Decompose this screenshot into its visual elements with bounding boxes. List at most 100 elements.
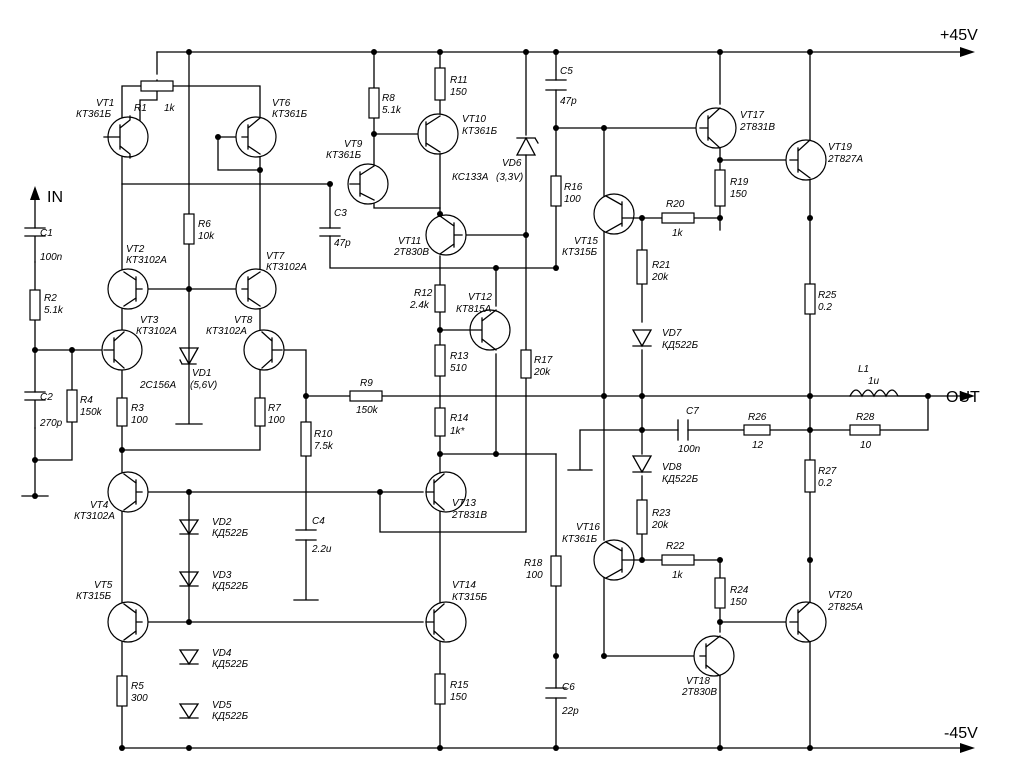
c1-plates <box>24 227 46 263</box>
r10-ref: R10 <box>314 429 333 440</box>
r16-body <box>550 175 562 207</box>
vd4-type: КД522Б <box>212 659 249 670</box>
c7-plates <box>677 419 689 441</box>
r17-body <box>520 349 532 379</box>
input-label: IN <box>47 189 63 206</box>
vt3-type: КТ3102А <box>136 326 177 337</box>
r9-ref: R9 <box>360 378 373 389</box>
c6-value: 22p <box>561 706 579 717</box>
r25-ref: R25 <box>818 290 837 301</box>
vt4-body <box>107 471 149 513</box>
r12-ref: R12 <box>414 288 433 299</box>
r23-value: 20k <box>651 520 669 531</box>
vt11-body <box>425 214 467 256</box>
vt19-ref: VT19 <box>828 142 852 153</box>
r20-ref: R20 <box>666 199 685 210</box>
vt7-body <box>235 268 277 310</box>
vt17-type: 2Т831В <box>739 122 775 133</box>
r14-body <box>434 407 446 437</box>
r4-body <box>66 389 78 423</box>
r8-body <box>368 87 380 119</box>
vd1-voltage: (5,6V) <box>190 380 217 391</box>
vd1-ref: VD1 <box>192 368 211 379</box>
r26-ref: R26 <box>748 412 767 423</box>
vd7-symbol <box>631 329 653 348</box>
vt4-type: КТ3102А <box>74 511 115 522</box>
vt14-type: КТ315Б <box>452 592 488 603</box>
pos-rail-arrow <box>960 47 975 57</box>
vt10-type: КТ361Б <box>462 126 498 137</box>
r10-body <box>300 421 312 457</box>
r10-value: 7.5k <box>314 441 334 452</box>
r1-body <box>140 80 174 92</box>
vd8-symbol <box>631 455 653 474</box>
vd5-type: КД522Б <box>212 711 249 722</box>
vt1-ref: VT1 <box>96 98 114 109</box>
r21-ref: R21 <box>652 260 670 271</box>
vt2-type: КТ3102А <box>126 255 167 266</box>
vt17-body <box>695 107 737 149</box>
vt18-type: 2Т830В <box>681 687 717 698</box>
l1-value: 1u <box>868 376 880 387</box>
vt2-body <box>107 268 149 310</box>
vt12-type: КТ815А <box>456 304 492 315</box>
r6-ref: R6 <box>198 219 211 230</box>
r5-body <box>116 675 128 707</box>
c1-ref: C1 <box>40 228 53 239</box>
r18-value: 100 <box>526 570 543 581</box>
vt5-leads <box>123 603 143 641</box>
c2-plates <box>24 391 46 429</box>
r3-body <box>116 397 128 427</box>
r4-value: 150k <box>80 407 103 418</box>
r15-ref: R15 <box>450 680 469 691</box>
vd6-voltage: (3,3V) <box>496 172 523 183</box>
r27-ref: R27 <box>818 466 837 477</box>
r4-ref: R4 <box>80 395 93 406</box>
r3-ref: R3 <box>131 403 144 414</box>
vt18-body <box>693 635 735 677</box>
r16-value: 100 <box>564 194 581 205</box>
output-label: OUT <box>946 389 980 406</box>
vd3-ref: VD3 <box>212 570 232 581</box>
vt7-leads <box>241 271 261 307</box>
vt11-ref: VT11 <box>398 236 421 247</box>
vt6-ref: VT6 <box>272 98 291 109</box>
r26-value: 12 <box>752 440 764 451</box>
vt13-leads <box>425 473 445 511</box>
vt8-leads <box>261 331 283 369</box>
vt19-leads <box>789 139 811 179</box>
r23-ref: R23 <box>652 508 671 519</box>
r27-value: 0.2 <box>818 478 832 489</box>
vt2-leads <box>123 271 143 307</box>
vt14-leads <box>425 603 445 641</box>
r23-body <box>636 499 648 535</box>
vd4-ref: VD4 <box>212 648 232 659</box>
vd8-ref: VD8 <box>662 462 682 473</box>
r25-body <box>804 283 816 315</box>
vt8-type: КТ3102А <box>206 326 247 337</box>
r28-body <box>849 424 881 436</box>
r24-body <box>714 577 726 609</box>
r12-value: 2.4k <box>409 300 430 311</box>
r22-body <box>661 554 695 566</box>
c3-ref: C3 <box>334 208 347 219</box>
resistors <box>29 67 881 707</box>
vt5-body <box>107 601 149 643</box>
output-arrow <box>960 391 975 401</box>
vt13-ref: VT13 <box>452 498 476 509</box>
r15-body <box>434 673 446 705</box>
l1-ref: L1 <box>858 364 869 375</box>
r22-value: 1k <box>672 570 684 581</box>
vt12-ref: VT12 <box>468 292 492 303</box>
diodes <box>178 136 653 720</box>
vt6-type: КТ361Б <box>272 109 308 120</box>
r24-ref: R24 <box>730 585 749 596</box>
r1-ref: R1 <box>134 103 147 114</box>
c2-ref: C2 <box>40 392 53 403</box>
vd1-type: 2С156А <box>139 380 176 391</box>
r19-body <box>714 169 726 207</box>
vt12-leads <box>439 309 497 351</box>
r20-value: 1k <box>672 228 684 239</box>
r13-value: 510 <box>450 363 467 374</box>
